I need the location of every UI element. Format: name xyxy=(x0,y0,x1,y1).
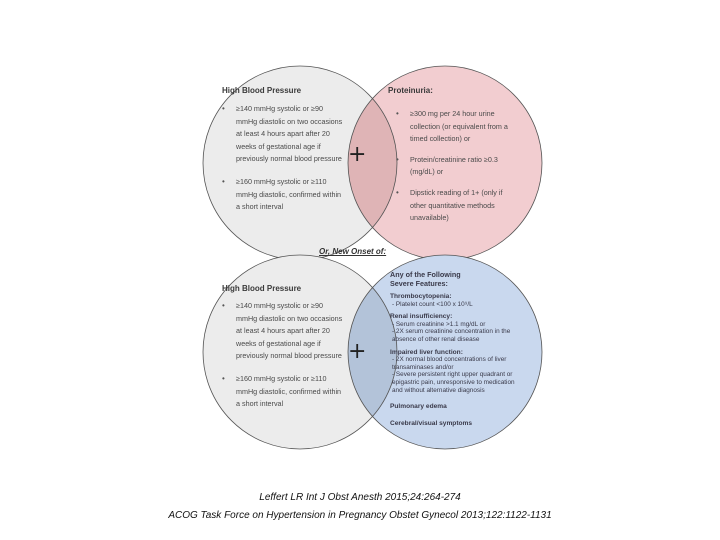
bottom-right-circle-outline xyxy=(347,254,543,450)
bottom-left-title: High Blood Pressure xyxy=(222,284,302,293)
bottom-right-circle xyxy=(348,255,542,449)
bottom-left-circle-outline xyxy=(202,254,398,450)
bottom-left-bullet-2: ≥160 mmHg systolic or ≥110 mmHg diastoli… xyxy=(222,373,346,411)
liver-detail-2: - Severe persistent right upper quadrant… xyxy=(392,371,515,394)
thrombocytopenia-heading: Thrombocytopenia: xyxy=(390,293,452,300)
cerebral-visual-heading: Cerebral/visual symptoms xyxy=(390,419,473,427)
bottom-left-bullet-1: ≥140 mmHg systolic or ≥90 mmHg diastolic… xyxy=(222,300,346,363)
renal-heading: Renal insufficiency: xyxy=(390,313,453,321)
severe-features-title: Any of the Following Severe Features: xyxy=(390,270,461,288)
top-right-title: Proteinuria: xyxy=(388,86,433,95)
citation-leffert: Leffert LR Int J Obst Anesth 2015;24:264… xyxy=(259,492,461,503)
top-right-bullet-2: Protein/creatinine ratio ≥0.3 (mg/dL) or xyxy=(396,154,518,179)
top-left-bullets: ≥140 mmHg systolic or ≥90 mmHg diastolic… xyxy=(222,103,346,221)
top-plus-symbol: + xyxy=(348,142,367,167)
top-right-bullet-1: ≥300 mg per 24 hour urine collection (or… xyxy=(396,108,518,146)
top-left-bullet-1: ≥140 mmHg systolic or ≥90 mmHg diastolic… xyxy=(222,103,346,166)
bottom-plus-symbol: + xyxy=(348,339,367,364)
top-left-title: High Blood Pressure xyxy=(222,86,302,95)
top-left-bullet-2: ≥160 mmHg systolic or ≥110 mmHg diastoli… xyxy=(222,176,346,214)
bottom-left-bullets: ≥140 mmHg systolic or ≥90 mmHg diastolic… xyxy=(222,300,346,418)
liver-detail-1: - 2X normal blood concentrations of live… xyxy=(392,356,507,371)
liver-heading: Impaired liver function: xyxy=(390,348,463,356)
thrombocytopenia-detail-1: - Platelet count <100 x 10⁹/L xyxy=(392,300,473,308)
or-new-onset-label: Or, New Onset of: xyxy=(319,247,387,256)
citation-acog: ACOG Task Force on Hypertension in Pregn… xyxy=(168,510,552,521)
severe-features-block: Any of the Following Severe Features: Th… xyxy=(390,270,518,427)
renal-detail-1: - Serum creatinine >1.1 mg/dL or xyxy=(392,320,486,328)
renal-detail-2: - 2X serum creatinine concentration in t… xyxy=(392,328,511,343)
top-right-bullet-3: Dipstick reading of 1+ (only if other qu… xyxy=(396,187,518,225)
top-right-bullets: ≥300 mg per 24 hour urine collection (or… xyxy=(396,108,518,232)
pulmonary-edema-heading: Pulmonary edema xyxy=(390,403,447,411)
